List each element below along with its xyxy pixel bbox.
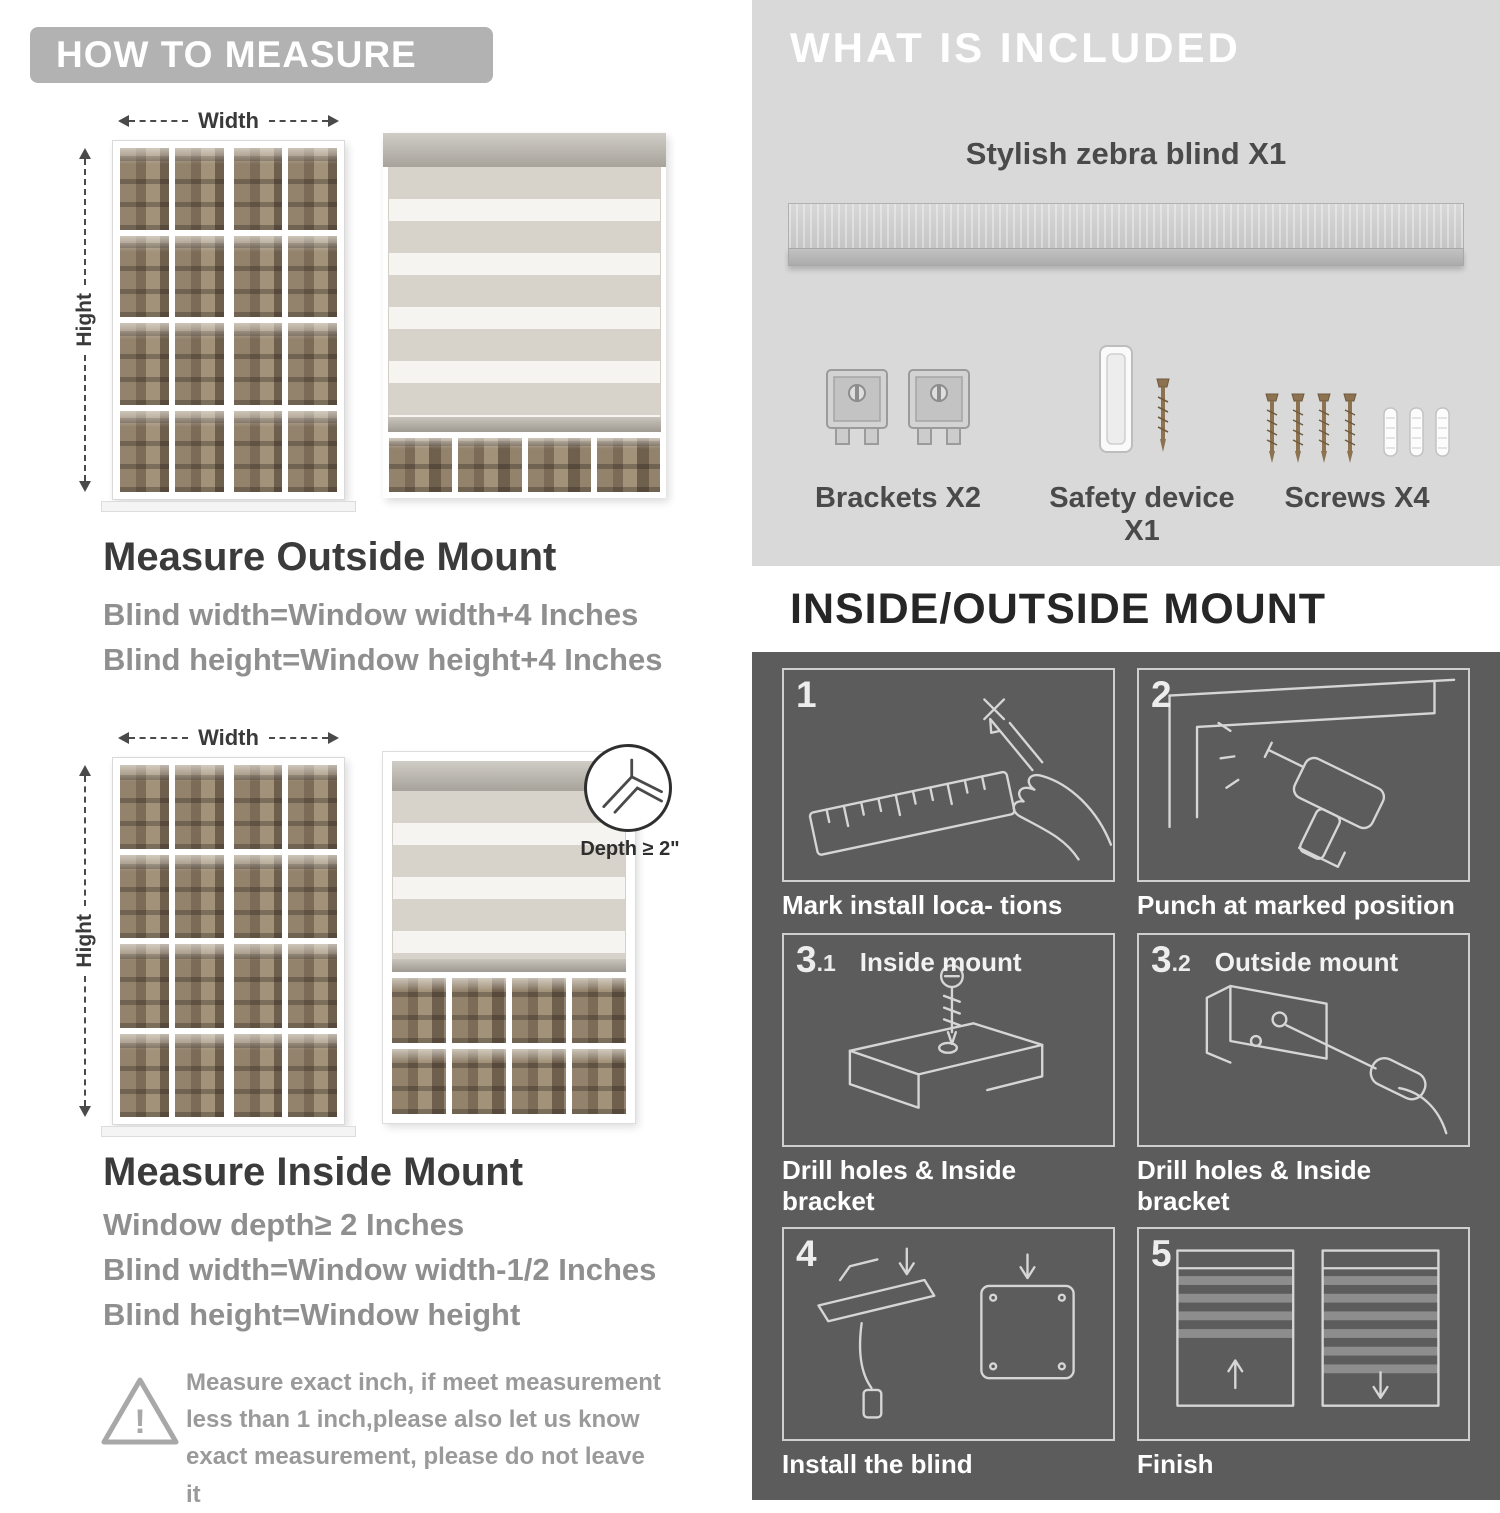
step-1-caption: Mark install loca- tions <box>782 890 1063 920</box>
step-4-box: 4 <box>782 1227 1115 1441</box>
step-5-caption: Finish <box>1137 1449 1214 1479</box>
zebra-blind-label: Stylish zebra blind X1 <box>965 136 1287 171</box>
depth-callout-label: Depth ≥ 2" <box>580 838 680 860</box>
step-2-box: 2 <box>1137 668 1470 882</box>
safety-device-icons <box>1052 342 1212 456</box>
blind-cassette <box>383 133 666 167</box>
warning-triangle-icon: ! <box>101 1377 179 1445</box>
step-4-caption: Install the blind <box>782 1449 973 1479</box>
arrow-right-icon <box>328 115 345 127</box>
step-sub-number: .1 <box>816 950 836 977</box>
step-number: 4 <box>796 1233 817 1274</box>
height-label: Hight <box>73 914 96 968</box>
window-under-blind <box>392 972 626 1114</box>
how-to-measure-title: HOW TO MEASURE <box>56 34 417 75</box>
step-number: 3 <box>796 939 817 980</box>
brackets-label: Brackets X2 <box>814 482 982 514</box>
step-number: 2 <box>1151 674 1172 715</box>
inside-outside-mount-title: INSIDE/OUTSIDE MOUNT <box>790 584 1327 633</box>
install-blind-illustration <box>817 1247 1075 1419</box>
outside-mount-line-2: Blind height=Window height+4 Inches <box>103 642 663 677</box>
width-label: Width <box>198 108 259 133</box>
step-2-caption: Punch at marked position <box>1137 890 1455 920</box>
screws-set-icon <box>1265 393 1450 464</box>
screws-icons <box>1262 388 1462 472</box>
step-number: 3 <box>1151 939 1172 980</box>
step-tag: Outside mount <box>1214 946 1399 977</box>
height-arrow-inside: Hight <box>72 759 98 1123</box>
blind-bottom-rail <box>388 417 661 432</box>
window-illustration-inside <box>101 757 356 1137</box>
step-3-2-box: 3.2 Outside mount <box>1137 933 1470 1147</box>
arrow-left-icon <box>112 732 129 744</box>
mark-locations-illustration <box>808 698 1113 861</box>
step-number: 5 <box>1151 1233 1172 1274</box>
svg-text:!: ! <box>134 1403 145 1441</box>
zebra-blind-product-image <box>788 203 1464 266</box>
depth-magnifier-circle <box>584 744 672 832</box>
step-5: 5 <box>1137 1227 1470 1482</box>
inside-mount-line-3: Blind height=Window height <box>103 1297 521 1332</box>
step-1-box: 1 <box>782 668 1115 882</box>
step-tag: Inside mount <box>859 946 1022 977</box>
mount-steps-panel: 1 Mark install loca- tions <box>752 652 1500 1500</box>
blind-fabric <box>392 791 626 959</box>
inside-outside-mount-header: INSIDE/OUTSIDE MOUNT <box>752 566 1500 652</box>
arrow-up-icon <box>79 142 91 159</box>
outside-bracket-illustration <box>1205 984 1448 1135</box>
step-1: 1 Mark install loca- tions <box>782 668 1115 923</box>
height-arrow-outside: Hight <box>72 142 98 498</box>
arrow-right-icon <box>328 732 345 744</box>
step-2: 2 Punch at marked position <box>1137 668 1470 923</box>
window-sill <box>101 501 356 512</box>
how-to-measure-header: HOW TO MEASURE <box>30 27 493 83</box>
width-arrow-outside: Width <box>112 108 345 133</box>
step-3-2-caption: Drill holes & Inside bracket <box>1137 1155 1372 1216</box>
outside-mount-line-1: Blind width=Window width+4 Inches <box>103 597 639 632</box>
inside-mount-line-1: Window depth≥ 2 Inches <box>103 1207 465 1242</box>
screw-icon <box>1156 378 1170 452</box>
bracket-icon <box>826 369 888 445</box>
screws-label: Screws X4 <box>1284 482 1430 514</box>
safety-device-label: Safety device X1 <box>1049 482 1235 547</box>
what-is-included-header: WHAT IS INCLUDED <box>790 24 1241 71</box>
arrow-up-icon <box>79 759 91 776</box>
step-4: 4 Install the blind <box>782 1227 1115 1482</box>
window-sill <box>101 1126 356 1137</box>
blind-bottom-rail <box>392 959 626 972</box>
step-number: 1 <box>796 674 817 715</box>
inside-mount-title: Measure Inside Mount <box>103 1150 524 1194</box>
bracket-icon <box>908 369 970 445</box>
arrow-down-icon <box>79 481 91 498</box>
height-label: Hight <box>73 293 96 347</box>
warning-text: Measure exact inch, if meet measurement … <box>186 1369 661 1508</box>
safety-device-icon <box>1099 345 1133 453</box>
zebra-blind-outside-mount <box>383 133 666 498</box>
step-3-1-caption: Drill holes & Inside bracket <box>782 1155 1017 1216</box>
step-3-1: 3.1 Inside mount Drill holes & Inside bra… <box>782 933 1115 1217</box>
frame-corner-icon <box>602 758 663 814</box>
inside-bracket-illustration <box>848 964 1044 1109</box>
drill-illustration <box>1168 678 1456 868</box>
brackets-icons <box>818 362 978 454</box>
window-under-blind <box>383 432 666 498</box>
width-label: Width <box>198 725 259 750</box>
step-sub-number: .2 <box>1171 950 1191 977</box>
blind-fabric <box>388 167 661 417</box>
step-3-2: 3.2 Outside mount Drill holes & Inside br… <box>1137 933 1470 1217</box>
arrow-down-icon <box>79 1106 91 1123</box>
step-3-1-box: 3.1 Inside mount <box>782 933 1115 1147</box>
inside-mount-line-2: Blind width=Window width-1/2 Inches <box>103 1252 657 1287</box>
window-illustration-outside <box>101 140 356 512</box>
what-is-included-panel: WHAT IS INCLUDED Stylish zebra blind X1 … <box>752 0 1500 566</box>
width-arrow-inside: Width <box>112 725 345 750</box>
finish-illustration <box>1176 1249 1440 1407</box>
step-5-box: 5 <box>1137 1227 1470 1441</box>
arrow-left-icon <box>112 115 129 127</box>
outside-mount-title: Measure Outside Mount <box>103 535 557 579</box>
